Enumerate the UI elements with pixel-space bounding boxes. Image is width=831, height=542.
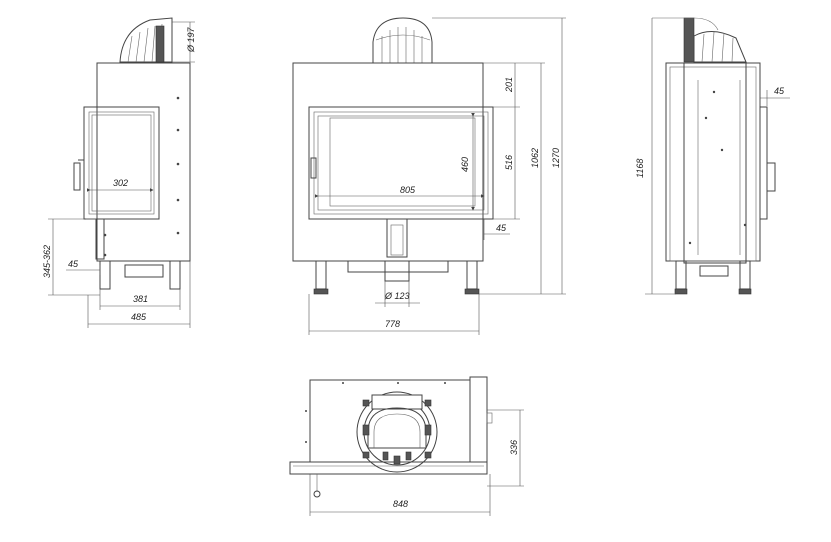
dim-right-height: 1168 (635, 159, 645, 178)
dim-top-section: 201 (504, 77, 514, 93)
dim-top-depth: 336 (509, 440, 519, 455)
left-side-view: Ø 197 302 345-362 45 381 485 (42, 17, 196, 328)
dim-top-width: 848 (393, 499, 408, 509)
right-side-view: 45 1168 (635, 17, 790, 295)
dim-feet-span: 381 (133, 294, 148, 304)
left-body (96, 62, 191, 262)
front-flue-dome (372, 17, 433, 64)
dim-door-opening-height: 460 (460, 157, 470, 172)
top-flue-ring (356, 391, 438, 473)
dim-door-opening-width: 805 (400, 185, 416, 195)
dim-total-height: 1270 (551, 148, 561, 168)
front-view: 805 460 201 516 1062 1270 45 Ø 123 (292, 17, 566, 335)
dim-body-width: 778 (385, 319, 400, 329)
dim-height-range: 345-362 (42, 245, 52, 278)
left-door (83, 106, 160, 220)
dim-side-offset: 45 (68, 259, 79, 269)
dim-height-a: 516 (504, 155, 514, 170)
dim-bottom-flue-diameter: Ø 123 (384, 291, 410, 301)
dim-height-b: 1062 (530, 148, 540, 168)
dim-depth: 485 (131, 312, 147, 322)
dim-right-offset: 45 (774, 86, 785, 96)
top-view: 336 848 (289, 376, 524, 516)
dim-flue-diameter: Ø 197 (186, 26, 196, 53)
front-body (292, 62, 484, 262)
dim-bottom-offset: 45 (496, 223, 507, 233)
dim-door-width: 302 (113, 178, 128, 188)
flue-elbow (119, 17, 173, 63)
